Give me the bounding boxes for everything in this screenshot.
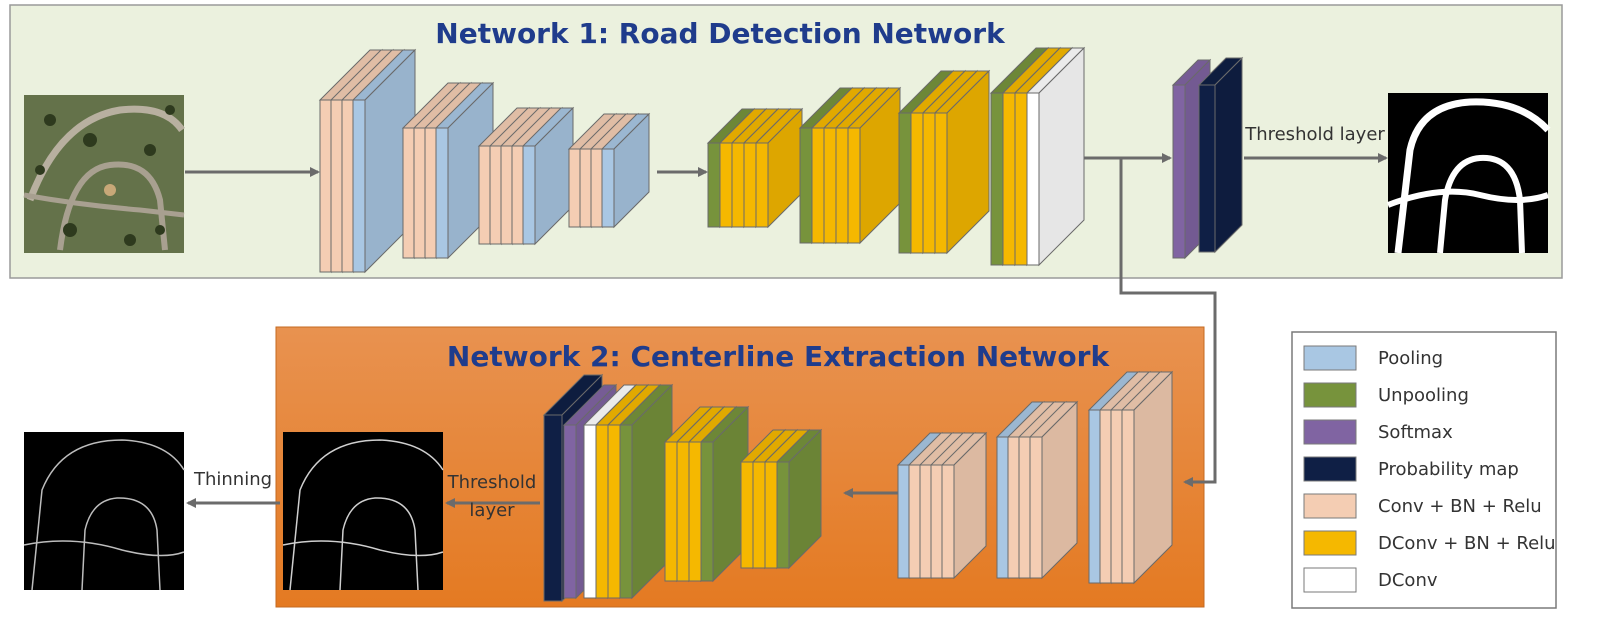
legend-swatch <box>1303 382 1357 408</box>
threshold-label-net2-line2: layer <box>469 500 515 521</box>
input-satellite-image <box>23 95 185 253</box>
arrow-connector-to-net2 <box>1119 158 1217 487</box>
layer-unpooling <box>699 405 750 583</box>
layer-dconv-bn-relu <box>754 107 804 229</box>
layer-conv-bn-relu <box>1120 370 1174 585</box>
network2-title: Network 2: Centerline Extraction Network <box>447 340 1111 373</box>
final-centerline-output <box>23 432 185 591</box>
legend-swatch <box>1303 456 1357 482</box>
layer-pooling <box>600 112 651 229</box>
legend-label: Softmax <box>1378 422 1453 443</box>
arrows <box>185 153 1388 508</box>
network1-title: Network 1: Road Detection Network <box>435 17 1006 50</box>
legend-swatch <box>1303 530 1357 556</box>
legend-label: Conv + BN + Relu <box>1378 496 1542 517</box>
legend-label: Pooling <box>1378 348 1443 369</box>
legend-label: DConv + BN + Relu <box>1378 533 1556 554</box>
network2-layers <box>542 370 1174 603</box>
thinning-label: Thinning <box>193 469 272 490</box>
legend-swatch <box>1303 567 1357 593</box>
legend-swatch <box>1303 493 1357 519</box>
layer-dconv-bn-relu <box>933 69 991 255</box>
threshold-label-net2-line1: Threshold <box>447 472 537 493</box>
layer-conv-bn-relu <box>1028 400 1079 580</box>
layer-dconv <box>1025 46 1086 267</box>
layer-conv-bn-relu <box>940 431 988 580</box>
legend-label: Probability map <box>1378 459 1519 480</box>
legend-swatch <box>1303 345 1357 371</box>
threshold-label-net1: Threshold layer <box>1244 124 1385 145</box>
legend-label: DConv <box>1378 570 1438 591</box>
layer-probability-map <box>1197 56 1244 254</box>
legend-label: Unpooling <box>1378 385 1469 406</box>
network1-output-mask <box>1386 93 1551 254</box>
legend-swatch <box>1303 419 1357 445</box>
network1-layers <box>318 46 1244 274</box>
layer-unpooling <box>775 428 823 570</box>
layer-unpooling <box>618 383 674 600</box>
network2-threshold-output <box>282 432 444 591</box>
layer-pooling <box>521 106 575 246</box>
layer-dconv-bn-relu <box>846 86 902 245</box>
